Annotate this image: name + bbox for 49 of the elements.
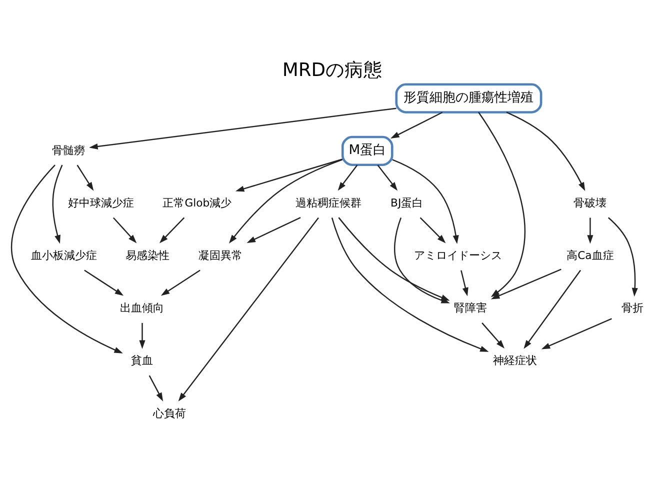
node-text: 貧血 [131,354,154,368]
arrow [377,164,398,191]
arrow [392,159,459,244]
arrow [235,158,342,192]
arrow [52,164,63,244]
arrow [490,268,562,300]
node-text: 凝固異常 [198,249,242,262]
arrow [148,375,164,402]
node-text: 腎障害 [454,302,487,315]
node-text: 好中球減少症 [68,196,134,210]
arrow [89,108,396,150]
node-text: 血小板減少症 [31,249,98,262]
arrow [159,217,185,244]
arrow [84,270,124,296]
arrow [246,217,301,243]
node-box: M蛋白 [341,136,394,166]
arrow [178,217,319,402]
arrow [420,217,446,244]
arrow [112,217,137,244]
arrow [482,322,505,348]
node-text: 高Ca血症 [566,249,614,262]
arrow [587,218,594,244]
node-text: 過粘稠症候群 [296,196,362,210]
arrow [338,164,358,191]
arrow [506,112,586,192]
node-text: 出血傾向 [120,302,164,315]
node-text: 骨髄癆 [52,144,86,157]
node-box: 形質細胞の腫瘍性増殖 [395,83,542,114]
arrow [524,270,582,349]
node-text: 心負荷 [152,406,186,420]
node-text: アミロイドーシス [414,249,502,262]
node-text: 神経症状 [493,354,538,368]
node-text: 骨破壊 [574,196,607,210]
arrow [541,318,612,350]
node-text: BJ蛋白 [390,196,424,210]
diagram-title: MRDの病態 [282,60,383,82]
node-text: 骨折 [622,302,644,315]
arrow [331,218,489,352]
arrow [228,159,342,244]
arrow [390,112,443,138]
arrow [460,270,468,296]
node-text: 易感染性 [126,249,170,262]
arrow [139,322,146,349]
arrow [76,164,94,191]
arrow [11,164,123,354]
arrow [478,112,526,298]
arrow [608,217,638,297]
node-text: 正常Glob減少 [162,196,232,210]
arrow [160,270,200,296]
